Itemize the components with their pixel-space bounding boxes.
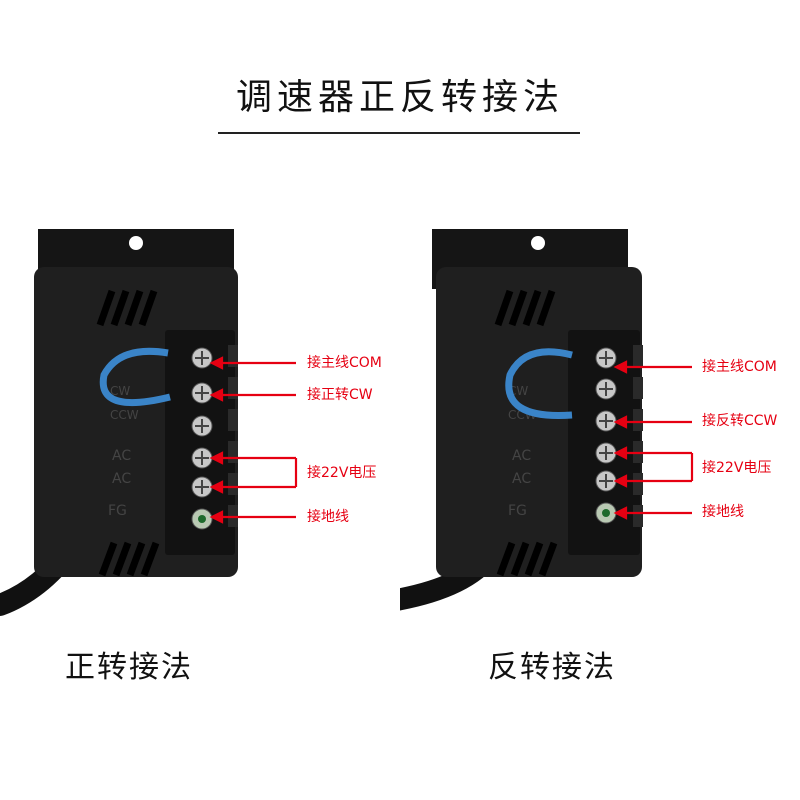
- screw-terminal-icon: [595, 470, 617, 492]
- screw-terminal-icon: [191, 447, 213, 469]
- vent-slot-icon: [496, 541, 558, 577]
- screw-terminal-icon: [191, 476, 213, 498]
- label-22v: 接22V电压: [702, 460, 772, 476]
- svg-text:FG: FG: [108, 503, 127, 519]
- svg-text:FG: FG: [508, 503, 527, 519]
- screw-terminal-icon: [191, 415, 213, 437]
- screw-terminal-icon: [595, 347, 617, 369]
- forward-controller-photo: CW CCW AC AC FG: [0, 229, 298, 616]
- screw-terminal-icon: [595, 442, 617, 464]
- title-underline: [218, 132, 580, 134]
- terminal-block: [165, 330, 235, 555]
- screw-terminal-icon: [595, 378, 617, 400]
- svg-text:AC: AC: [512, 448, 531, 464]
- forward-wiring-panel: CW CCW AC AC FG 接主线COM 接正转CW 接22: [0, 215, 400, 635]
- label-ground: 接地线: [307, 509, 349, 525]
- screw-terminal-icon: [191, 508, 213, 530]
- terminal-block: [568, 330, 640, 555]
- label-main-com: 接主线COM: [307, 355, 382, 371]
- reverse-wiring-panel: CW CCW AC AC FG 接主线COM 接反转CCW 接22V电压 接地线: [400, 215, 800, 635]
- screw-terminal-icon: [595, 410, 617, 432]
- label-ground: 接地线: [702, 504, 744, 520]
- page-title: 调速器正反转接法: [235, 77, 564, 118]
- screw-terminal-icon: [191, 382, 213, 404]
- svg-text:AC: AC: [112, 448, 131, 464]
- svg-text:AC: AC: [112, 471, 131, 487]
- jumper-wire: [505, 348, 573, 419]
- reverse-caption: 反转接法: [488, 650, 616, 685]
- screw-terminal-icon: [595, 502, 617, 524]
- mounting-hole: [531, 236, 545, 250]
- label-reverse-ccw: 接反转CCW: [702, 413, 778, 429]
- svg-text:AC: AC: [512, 471, 531, 487]
- reverse-controller-photo: CW CCW AC AC FG: [400, 229, 694, 611]
- forward-caption: 正转接法: [65, 650, 193, 685]
- label-forward-cw: 接正转CW: [307, 387, 373, 403]
- vent-slot-icon: [96, 289, 158, 327]
- vent-slot-icon: [494, 289, 556, 327]
- vent-slot-icon: [98, 541, 160, 577]
- label-main-com: 接主线COM: [702, 359, 777, 375]
- svg-text:CW: CW: [110, 384, 130, 398]
- svg-text:CCW: CCW: [110, 408, 139, 422]
- label-22v: 接22V电压: [307, 465, 377, 481]
- jumper-wire: [99, 347, 171, 407]
- screw-terminal-icon: [191, 347, 213, 369]
- mounting-hole: [129, 236, 143, 250]
